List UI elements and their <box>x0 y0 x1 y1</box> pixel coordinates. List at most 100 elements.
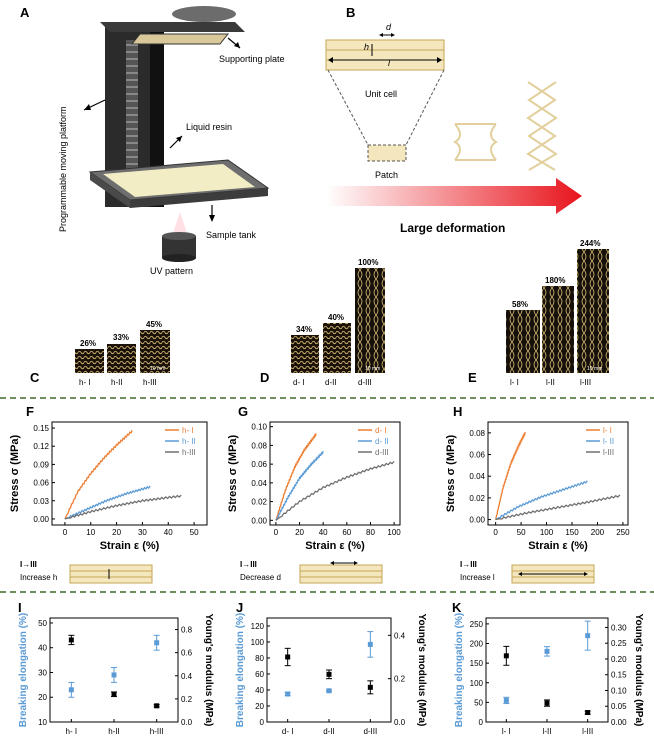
label-liquid-resin: Liquid resin <box>186 122 232 132</box>
y2-axis-label: Young's modulus (MPa) <box>416 614 427 727</box>
y-tick-label: 0.06 <box>469 451 485 460</box>
y-tick-label: 0.12 <box>33 442 49 451</box>
data-point <box>68 687 74 693</box>
y2-tick-label: 0.30 <box>611 623 627 632</box>
sample-l2 <box>542 286 574 373</box>
large-deformation-arrow <box>326 178 582 214</box>
supporting-plate <box>130 33 230 45</box>
y-tick-label: 0.00 <box>33 515 49 524</box>
label-unit-cell: Unit cell <box>365 89 397 99</box>
legend-label: d- II <box>375 437 389 446</box>
data-point <box>367 684 373 690</box>
label-d2: d-II <box>325 378 337 387</box>
x-tick-label: 200 <box>591 528 605 537</box>
y-tick-label: 60 <box>255 670 264 679</box>
data-point <box>585 710 591 716</box>
sample-h2 <box>107 344 136 373</box>
schematic-g: I→III Decrease d <box>240 560 383 584</box>
percent-d2: 40% <box>328 313 344 322</box>
panel-c: C 26% 33% 45% 10 mm h- I h-II h-III <box>30 320 170 387</box>
series-line-h-II <box>64 485 151 520</box>
deformed-patch-small <box>453 123 498 161</box>
x-axis-label: Strain ε (%) <box>305 540 365 552</box>
x-tick-label: 20 <box>295 528 304 537</box>
panel-g-letter: G <box>238 404 248 419</box>
y-tick-label: 40 <box>38 644 47 653</box>
data-point <box>285 691 291 697</box>
data-point <box>154 640 160 646</box>
percent-l3: 244% <box>580 239 600 248</box>
x-tick-label: 30 <box>138 528 147 537</box>
data-point <box>111 691 117 697</box>
label-sample-tank: Sample tank <box>206 230 257 240</box>
plot-frame <box>269 421 401 526</box>
patch <box>367 144 407 162</box>
x-tick-label: 50 <box>190 528 199 537</box>
y-tick-label: 20 <box>255 702 264 711</box>
label-d3: d-III <box>358 378 372 387</box>
scale-e: 10 mm <box>587 366 602 372</box>
y-tick-label: 0.15 <box>33 424 49 433</box>
label-h1: h- I <box>79 378 91 387</box>
y2-tick-label: 0.15 <box>611 671 627 680</box>
y-tick-label: 0.04 <box>251 479 267 488</box>
arrow-text-g: I→III <box>240 560 257 569</box>
y-tick-label: 10 <box>38 718 47 727</box>
x-tick-label: 250 <box>616 528 630 537</box>
uv-projector <box>162 236 196 258</box>
percent-d3: 100% <box>358 258 378 267</box>
dim-d: d <box>386 22 392 32</box>
percent-h1: 26% <box>80 339 96 348</box>
panel-a-letter: A <box>20 5 30 20</box>
y-axis-label: Stress σ (MPa) <box>445 435 457 513</box>
y-tick-label: 0.02 <box>469 494 485 503</box>
y-tick-label: 0 <box>479 718 484 727</box>
sample-h3 <box>140 330 170 373</box>
panel-h-letter: H <box>453 404 462 419</box>
y-tick-label: 0 <box>260 718 265 727</box>
data-point <box>111 672 117 678</box>
printer-top-knob <box>172 6 236 22</box>
label-moving-platform: Programmable moving platform <box>58 106 68 232</box>
data-point <box>367 641 373 647</box>
plot-frame <box>51 421 208 526</box>
data-point <box>503 653 509 659</box>
x-tick-label: 40 <box>319 528 328 537</box>
sample-d3 <box>355 268 385 373</box>
series-line-h-I <box>64 430 133 520</box>
panel-e: E 58% 180% 244% 10 mm l- I l-II l-III <box>468 239 609 387</box>
series-line-d-I <box>275 433 317 521</box>
y-tick-label: 40 <box>255 686 264 695</box>
schematic-h: I→III Increase l <box>460 560 595 584</box>
series-line-d-III <box>275 460 395 521</box>
label-supporting-plate: Supporting plate <box>219 54 285 64</box>
percent-l2: 180% <box>545 276 565 285</box>
caption-f: Increase h <box>20 573 57 582</box>
percent-h3: 45% <box>146 320 162 329</box>
legend-label: l- I <box>603 426 612 435</box>
y-tick-label: 20 <box>38 693 47 702</box>
panel-k-letter: K <box>452 600 462 615</box>
label-l3: l-III <box>580 378 591 387</box>
x-tick-label: 80 <box>366 528 375 537</box>
y-axis-label: Breaking elongation (%) <box>235 613 246 727</box>
category-label: d-II <box>323 727 335 736</box>
beam-g <box>299 564 383 584</box>
sample-l1 <box>506 310 540 373</box>
label-l1: l- I <box>510 378 519 387</box>
label-patch: Patch <box>375 170 398 180</box>
y2-tick-label: 0.20 <box>611 655 627 664</box>
y-tick-label: 30 <box>38 668 47 677</box>
label-d1: d- I <box>293 378 305 387</box>
data-point <box>285 654 291 660</box>
series-line-l-I <box>494 431 526 520</box>
series-line-h-III <box>64 494 182 520</box>
label-h2: h-II <box>111 378 123 387</box>
y-axis-label: Stress σ (MPa) <box>9 435 21 513</box>
y2-tick-label: 0.8 <box>181 626 193 635</box>
